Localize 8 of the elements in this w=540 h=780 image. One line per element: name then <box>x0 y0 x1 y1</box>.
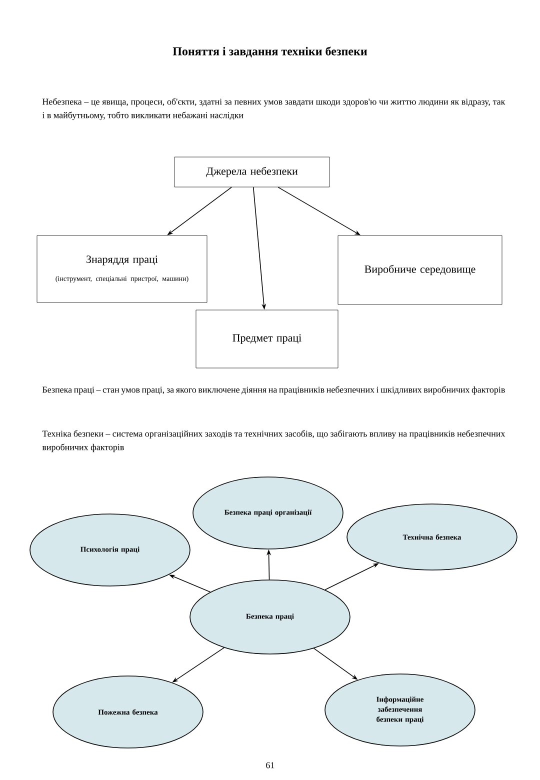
page-number: 61 <box>266 762 274 768</box>
title: Поняття і завдання техніки безпеки <box>172 46 368 58</box>
definition-text: Безпека праці – стан умов праці, за якого виключене діяння на працівників небезпечних і шкідливих виробничих факторів <box>42 386 505 395</box>
concept-box: Виробниче середовище <box>338 235 502 305</box>
concept-box: Предмет праці <box>196 310 338 368</box>
definition-text: Небезпека – це явища, процеси, об'єкти, здатні за певних умов завдати шкоди здоров'ю чи життю людини як відразу, так і в майбутньому, тобто викликати небажані наслідки <box>42 98 506 120</box>
concept-box: Джерела небезпеки <box>174 156 330 188</box>
definition-text: Техніка безпеки – система організаційних заходів та технічних засобів, що забігають впливу на працівників небезпечних виробничих факторів <box>42 430 506 452</box>
